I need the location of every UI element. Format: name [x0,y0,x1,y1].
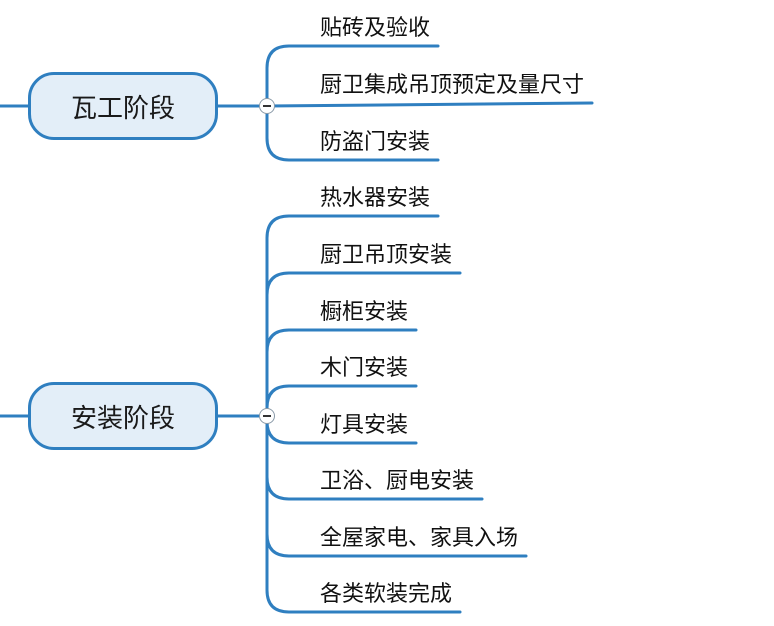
collapse-toggle-icon[interactable] [259,98,275,114]
branch-connector [265,214,440,418]
stage-label: 安装阶段 [70,403,175,434]
topic-item[interactable]: 灯具安装 [320,413,409,438]
branch-connector [265,328,418,418]
stage-node-tile-work[interactable]: 瓦工阶段 [28,72,218,140]
branch-connector [265,101,594,108]
topic-item[interactable]: 贴砖及验收 [320,16,431,41]
branch-connector [265,104,440,162]
topic-item[interactable]: 厨卫集成吊顶预定及量尺寸 [320,73,585,98]
topic-item[interactable]: 橱柜安装 [320,300,409,325]
topic-item[interactable]: 防盗门安装 [320,130,431,155]
topic-item[interactable]: 热水器安装 [320,186,431,211]
stage-label: 瓦工阶段 [70,93,175,124]
branch-connector [265,44,440,108]
topic-item[interactable]: 各类软装完成 [320,582,453,607]
topic-item[interactable]: 卫浴、厨电安装 [320,469,475,494]
collapse-toggle-icon[interactable] [259,408,275,424]
topic-item[interactable]: 全屋家电、家具入场 [320,526,519,551]
branch-connector [265,384,418,418]
branch-connector [265,414,462,614]
topic-item[interactable]: 木门安装 [320,356,409,381]
stage-node-installation[interactable]: 安装阶段 [28,382,218,450]
branch-connector [265,271,462,418]
topic-item[interactable]: 厨卫吊顶安装 [320,243,453,268]
